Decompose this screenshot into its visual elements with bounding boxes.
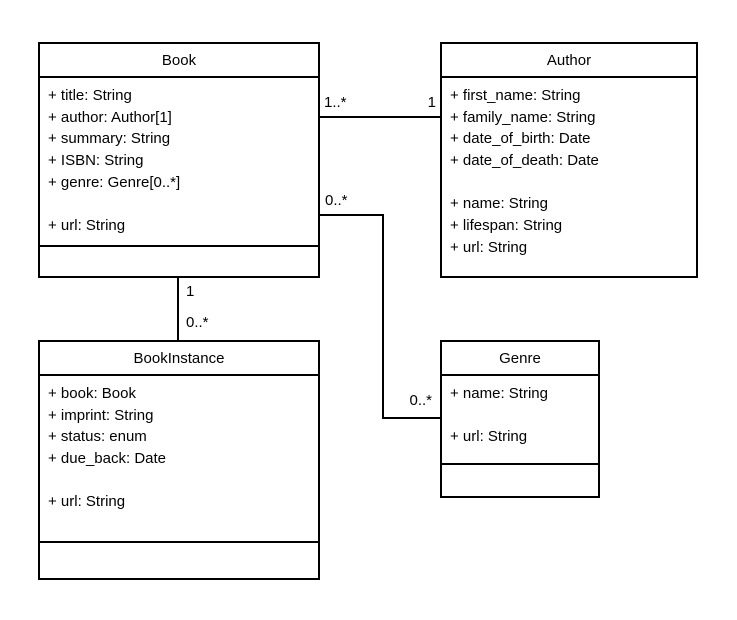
edge-book-genre-seg2 [382, 214, 384, 419]
class-author-name: Author [442, 44, 696, 78]
attribute: + status: enum [48, 428, 147, 446]
edge-book-bookinstance [177, 278, 179, 340]
attribute-spacer [48, 470, 310, 492]
class-bookinstance-methods-empty [40, 541, 318, 578]
attribute: + author: Author[1] [48, 108, 172, 126]
attribute: + summary: String [48, 130, 171, 148]
attribute: + name: String [450, 385, 548, 402]
attribute: + family_name: String [450, 108, 596, 126]
attribute: + name: String [450, 195, 548, 213]
attribute: + ISBN: String [48, 152, 144, 170]
attribute: + lifespan: String [450, 217, 563, 235]
attribute-spacer [450, 405, 590, 427]
attribute: + url: String [48, 493, 126, 511]
attribute: + imprint: String [48, 406, 154, 424]
class-book: Book + title: String + author: Author[1]… [38, 42, 320, 278]
class-book-name: Book [40, 44, 318, 78]
class-genre: Genre + name: String + url: String [440, 340, 600, 498]
edge-book-genre-seg1 [320, 214, 384, 216]
multiplicity-book-genre-from: 0..* [325, 192, 348, 209]
attribute: + book: Book [48, 385, 136, 402]
attribute: + genre: Genre[0..*] [48, 173, 181, 191]
multiplicity-book-author-from: 1..* [324, 94, 347, 111]
class-genre-methods-empty [442, 463, 598, 496]
attribute: + date_of_death: Date [450, 152, 599, 170]
attribute-spacer [450, 172, 688, 194]
attribute: + first_name: String [450, 87, 581, 104]
class-author-attributes: + first_name: String + family_name: Stri… [442, 78, 696, 276]
attribute: + url: String [450, 238, 528, 256]
attribute: + title: String [48, 87, 132, 104]
attribute: + url: String [450, 428, 528, 446]
class-bookinstance: BookInstance + book: Book + imprint: Str… [38, 340, 320, 580]
class-genre-name: Genre [442, 342, 598, 376]
class-book-attributes: + title: String + author: Author[1] + su… [40, 78, 318, 245]
class-author: Author + first_name: String + family_nam… [440, 42, 698, 278]
edge-book-author [320, 116, 440, 118]
multiplicity-book-bookinstance-to: 0..* [186, 314, 209, 331]
edge-book-genre-seg3 [382, 417, 440, 419]
multiplicity-book-genre-to: 0..* [398, 392, 432, 409]
multiplicity-book-author-to: 1 [410, 94, 436, 111]
class-bookinstance-name: BookInstance [40, 342, 318, 376]
attribute-spacer [48, 193, 310, 215]
attribute: + due_back: Date [48, 450, 167, 468]
multiplicity-book-bookinstance-from: 1 [186, 283, 195, 300]
attribute: + date_of_birth: Date [450, 130, 591, 148]
class-book-methods-empty [40, 245, 318, 276]
class-bookinstance-attributes: + book: Book + imprint: String + status:… [40, 376, 318, 541]
class-genre-attributes: + name: String + url: String [442, 376, 598, 463]
attribute: + url: String [48, 217, 126, 235]
